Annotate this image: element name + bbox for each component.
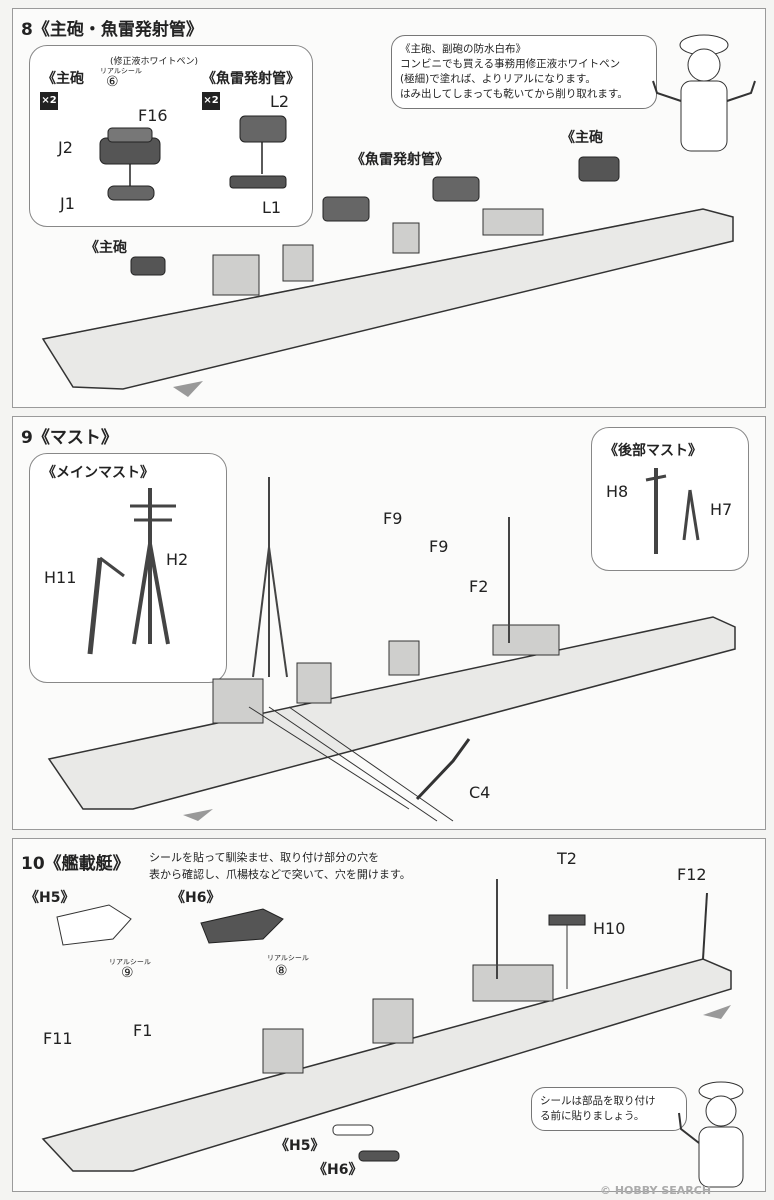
callout-torpedo: 《魚雷発射管》 (351, 152, 449, 168)
callout-h5: 《H5》 (275, 1138, 325, 1154)
ship-drawing-step9 (47, 477, 736, 822)
part-h10: H10 (593, 919, 626, 938)
sailor-illustration (652, 34, 756, 152)
part-f9-a: F9 (383, 509, 403, 528)
part-j1: J1 (60, 194, 75, 213)
part-f12: F12 (677, 865, 707, 884)
rear-mast-drawing (645, 468, 700, 554)
note-line: 《主砲、副砲の防水白布》 (400, 43, 526, 55)
step-10-note: シールは部品を取り付け る前に貼りましょう。 (531, 1087, 687, 1131)
boat-h5-title: 《H5》 (25, 890, 75, 906)
inset-main-mast-title: 《メインマスト》 (42, 465, 154, 481)
callout-h6: 《H6》 (313, 1162, 363, 1178)
step-9-title: 9《マスト》 (21, 428, 118, 448)
step-8-note: 《主砲、副砲の防水白布》 コンビニでも買える事務用修正液ホワイトペン (極細)で… (391, 35, 657, 109)
seal-label-a: リアルシール (109, 958, 151, 966)
step-9-rear-mast-inset: 《後部マスト》 H8 H7 (591, 427, 749, 571)
inset-rear-mast-title: 《後部マスト》 (604, 443, 702, 459)
step-8-title: 8《主砲・魚雷発射管》 (21, 20, 203, 40)
seal-number-a: ⑨ (121, 965, 134, 981)
note-line: はみ出してしまっても乾いてから削り取れます。 (400, 88, 628, 100)
part-f16: F16 (138, 106, 168, 125)
boat-h6-title: 《H6》 (171, 890, 221, 906)
step-10-title: 10《艦載艇》 (21, 854, 130, 874)
seal-number: ⑥ (106, 74, 119, 90)
note-line: る前に貼りましょう。 (540, 1110, 645, 1122)
part-f9-b: F9 (429, 537, 449, 556)
part-h11: H11 (44, 568, 77, 587)
inset-main-gun-title: 《主砲 (42, 71, 84, 87)
part-f1: F1 (133, 1021, 153, 1040)
callout-stern-gun: 《主砲 (561, 130, 603, 146)
seal-note: (修正液ホワイトペン) (110, 57, 199, 67)
step-10-instruction: シールを貼って馴染ませ、取り付け部分の穴を 表から確認し、爪楊枝などで突いて、穴… (149, 849, 411, 883)
note-line: コンビニでも買える事務用修正液ホワイトペン (400, 58, 621, 70)
quantity-badge: ×2 (40, 92, 58, 110)
inset-torpedo-title: 《魚雷発射管》 (202, 71, 300, 87)
sailor-illustration (678, 1081, 744, 1188)
part-f2: F2 (469, 577, 489, 596)
instruction-line: シールを貼って馴染ませ、取り付け部分の穴を (149, 851, 380, 864)
part-j2: J2 (58, 138, 73, 157)
watermark: © HOBBY SEARCH (600, 1184, 712, 1197)
seal-label-b: リアルシール (267, 954, 309, 962)
part-l1: L1 (262, 198, 282, 217)
part-c4: C4 (469, 783, 491, 802)
ship-drawing-step10 (41, 879, 732, 1172)
callout-bow-gun: 《主砲 (85, 240, 127, 256)
seal-label: リアルシール (100, 67, 142, 75)
part-h7: H7 (710, 500, 733, 519)
step-8-parts-inset: 《主砲 《魚雷発射管》 ×2 ×2 (修正液ホワイトペン) リアルシール ⑥ F… (29, 45, 313, 227)
step-9-panel: 9《マスト》 《メインマスト》 H11 H2 《後部マスト》 H8 H7 F9 … (12, 416, 766, 830)
note-line: (極細)で塗れば、よりリアルになります。 (400, 73, 596, 85)
part-h8: H8 (606, 482, 629, 501)
ship-drawing-step8 (41, 156, 734, 397)
part-t2: T2 (557, 849, 577, 868)
step-10-panel: 10《艦載艇》 シールを貼って馴染ませ、取り付け部分の穴を 表から確認し、爪楊枝… (12, 838, 766, 1192)
quantity-badge: ×2 (202, 92, 220, 110)
part-h2: H2 (166, 550, 189, 569)
parts-drawing (99, 115, 287, 201)
step-8-panel: 8《主砲・魚雷発射管》 《主砲 《魚雷発射管》 ×2 ×2 (修正液ホワイトペン… (12, 8, 766, 408)
instruction-line: 表から確認し、爪楊枝などで突いて、穴を開けます。 (149, 868, 411, 881)
note-line: シールは部品を取り付け (540, 1095, 656, 1107)
main-mast-drawing (87, 488, 176, 655)
step-9-main-mast-inset: 《メインマスト》 H11 H2 (29, 453, 227, 683)
part-l2: L2 (270, 92, 290, 111)
seal-number-b: ⑧ (275, 963, 288, 979)
part-f11: F11 (43, 1029, 73, 1048)
